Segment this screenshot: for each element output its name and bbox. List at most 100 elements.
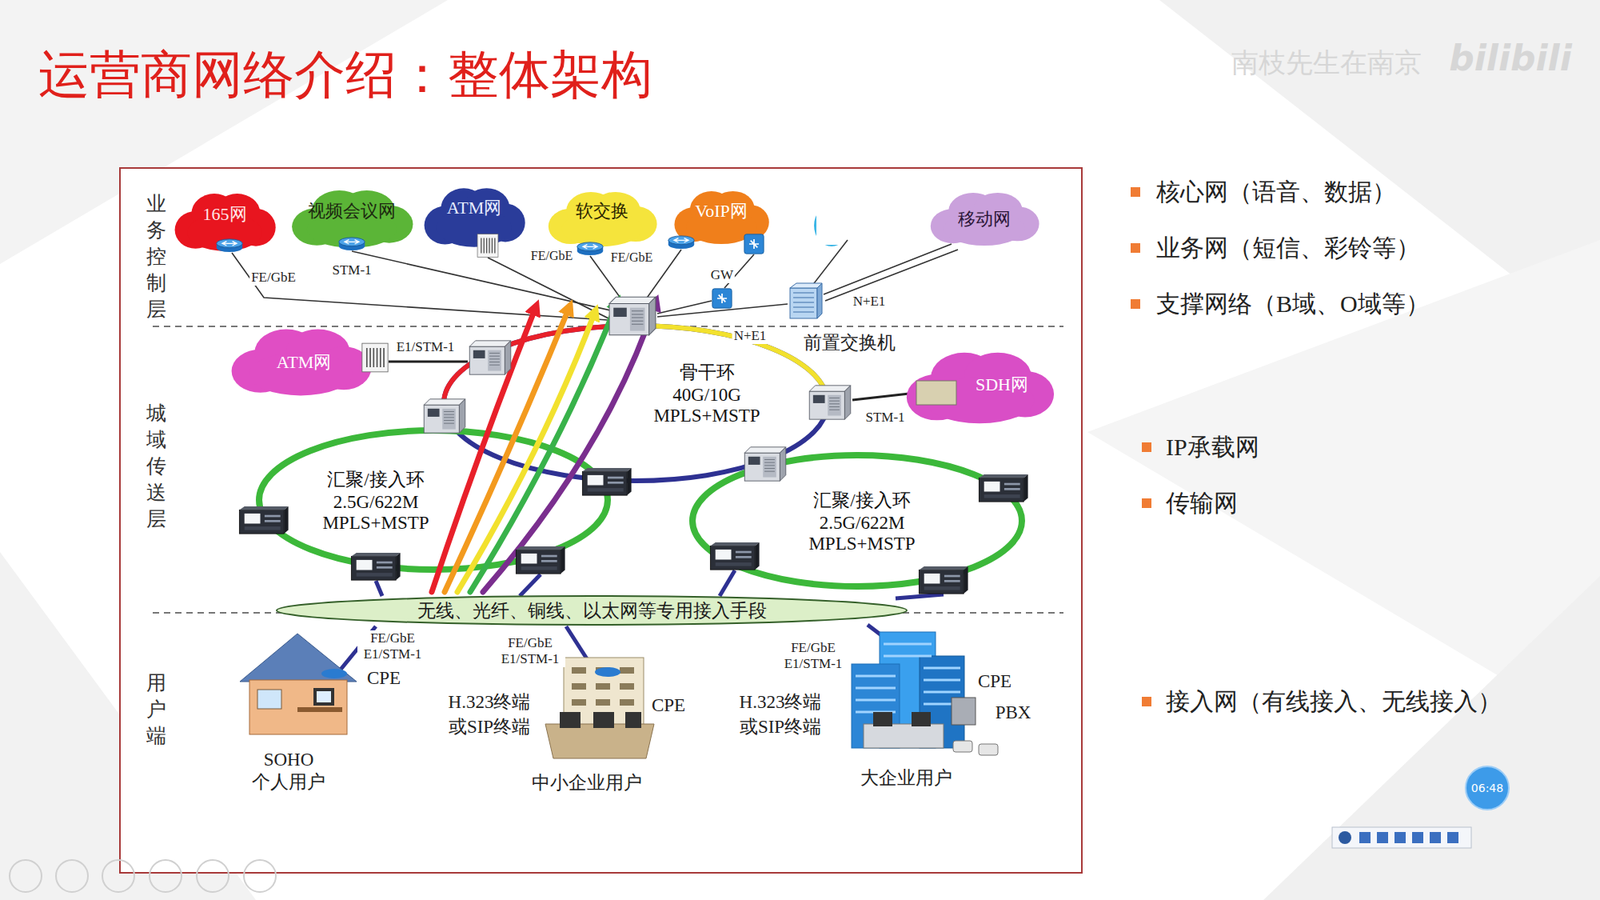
ring-network: 骨干环 40G/10G MPLS+MSTP <box>439 321 832 485</box>
network-cloud: 视频会议网 <box>289 187 415 251</box>
partial-cloud-part <box>857 204 902 244</box>
network-equipment-part <box>216 239 243 252</box>
diagram-label: CPE <box>367 667 401 689</box>
sme-building-part <box>593 711 615 728</box>
band-outline <box>276 595 907 625</box>
diagram-label: FE/GbE <box>249 269 298 286</box>
diagram-label: CPE <box>977 670 1012 692</box>
service-flow-arrows-part <box>431 307 536 592</box>
layer-divider <box>152 326 1064 613</box>
service-links-part <box>825 249 958 301</box>
diagram-label: SOHO <box>263 749 315 771</box>
soho-house-part <box>321 668 348 679</box>
label-holder: 支撑网络（B域、O域等） <box>1156 287 1430 321</box>
node-text: 汇聚/接入环 2.5G/622M MPLS+MSTP <box>315 466 436 534</box>
diagram-label: GW <box>709 267 735 284</box>
ring-outline <box>692 454 1022 587</box>
service-flow-arrows-part <box>482 302 656 592</box>
diagram-label: 个人用户 <box>251 769 326 795</box>
network-equipment-part <box>469 340 511 375</box>
diagram-label: FE/GbE E1/STM-1 <box>494 634 566 667</box>
node-text: SDH网 <box>975 372 1029 397</box>
layer-name: 业务控制层 <box>146 190 167 323</box>
timestamp-badge: 06:48 <box>1464 765 1510 810</box>
slide-title: 运营商网络介绍：整体架构 <box>38 39 653 110</box>
label-holder: 个人用户 <box>251 769 326 795</box>
access-links-part <box>375 580 383 596</box>
access-links-part <box>895 594 944 599</box>
network-cloud: VoIP网 <box>672 188 771 247</box>
bullet-square-part <box>1130 187 1141 197</box>
network-equipment-part <box>239 506 288 534</box>
background-facets-part <box>0 551 256 900</box>
ime-toolbar-part <box>1429 831 1441 843</box>
ring-segment <box>443 325 828 481</box>
label-holder: FE/GbE E1/STM-1 <box>778 639 849 672</box>
network-equipment-part <box>362 343 388 372</box>
bullet-text: 传输网 <box>1165 486 1238 520</box>
soho-house-part <box>257 689 282 709</box>
label-holder: CPE <box>651 694 686 716</box>
label-holder: H.323终端 或SIP终端 <box>442 689 537 739</box>
access-links-part <box>566 626 594 669</box>
label-holder: IP承载网 <box>1165 430 1260 464</box>
label-holder: FE/GbE E1/STM-1 <box>357 630 428 663</box>
bullet-text: 支撑网络（B域、O域等） <box>1156 287 1430 321</box>
enterprise-tower-part <box>879 631 936 748</box>
layer-name: 城域传送层 <box>146 399 167 532</box>
bullet-square <box>1130 187 1152 707</box>
sme-building-part <box>594 666 621 677</box>
network-equipment-part <box>744 446 787 481</box>
network-cloud: 165网 <box>172 191 277 254</box>
label-holder: E1/STM-1 <box>395 339 457 356</box>
bullet-text: IP承载网 <box>1165 430 1260 464</box>
network-equipment-part <box>918 566 968 594</box>
service-flow-arrows <box>431 302 656 592</box>
ring-network: 汇聚/接入环 2.5G/622M MPLS+MSTP <box>688 450 1026 591</box>
background-facets-part <box>0 0 448 264</box>
node-text: 骨干环 40G/10G MPLS+MSTP <box>646 359 767 427</box>
label-holder: 核心网（语音、数据） <box>1156 175 1397 209</box>
sme-building-part <box>571 670 635 703</box>
slide-nav-buttons-part <box>9 859 42 892</box>
soho-house <box>239 633 357 735</box>
ime-toolbar-part <box>1394 831 1406 843</box>
label-holder: H.323终端 或SIP终端 <box>733 689 828 739</box>
diagram-label: CPE <box>651 694 686 716</box>
network-equipment-part <box>423 399 466 433</box>
ring-outline <box>443 325 828 481</box>
diagram-label: STM-1 <box>863 409 906 426</box>
label-holder: FE/GbE <box>529 248 575 264</box>
ime-toolbar-part <box>1332 826 1472 848</box>
diagram-label: 中小企业用户 <box>531 770 643 795</box>
service-links-part <box>823 243 952 295</box>
ring-network: 汇聚/接入环 2.5G/622M MPLS+MSTP <box>255 426 612 574</box>
label-holder: N+E1 <box>732 327 769 344</box>
label-holder: STM-1 <box>863 409 906 426</box>
bullet-square-part <box>1130 299 1141 309</box>
service-links-part <box>657 300 712 314</box>
label-holder: FE/GbE <box>609 250 655 265</box>
background-facets-part <box>1087 239 1600 736</box>
enterprise-tower <box>851 631 998 755</box>
enterprise-tower-part <box>863 723 944 748</box>
network-equipment-part <box>515 546 565 574</box>
label-holder: 接入网（有线接入、无线接入） <box>1165 685 1502 719</box>
network-equipment-part <box>668 235 695 249</box>
partial-cloud-part <box>813 204 850 247</box>
diagram-label: FE/GbE <box>609 250 655 265</box>
network-equipment-part <box>582 467 631 495</box>
node-text: 移动网 <box>957 207 1011 232</box>
bullet-square-part <box>1141 498 1152 508</box>
diagram-label: FE/GbE E1/STM-1 <box>357 630 428 663</box>
diagram-label: H.323终端 或SIP终端 <box>442 689 537 739</box>
ring-outline <box>259 430 608 570</box>
network-cloud: 软交换 <box>546 189 659 249</box>
diagram-label: STM-1 <box>330 262 373 279</box>
label-holder: 城域传送层 <box>146 399 167 532</box>
network-equipment-part <box>978 474 1028 502</box>
